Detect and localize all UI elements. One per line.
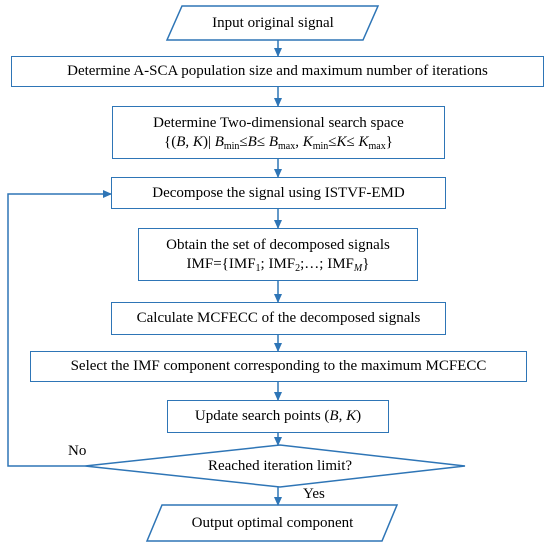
input-box: Input original signal — [168, 6, 378, 40]
output-label: Output optimal component — [191, 514, 354, 531]
search-space-formula: {(B, K)| Bmin≤B≤ Bmax, Kmin≤K≤ Kmax} — [164, 133, 393, 152]
step-population-label: Determine A-SCA population size and maxi… — [67, 63, 488, 79]
yes-branch-label: Yes — [303, 486, 325, 502]
obtain-title: Obtain the set of decomposed signals — [166, 236, 390, 253]
decision-box: Reached iteration limit? — [160, 455, 400, 477]
step-select-label: Select the IMF component corresponding t… — [70, 358, 487, 374]
decision-label: Reached iteration limit? — [207, 457, 353, 474]
step-select: Select the IMF component corresponding t… — [30, 351, 527, 382]
step-update-label: Update search points (B, K) — [194, 408, 362, 424]
step-population: Determine A-SCA population size and maxi… — [11, 56, 544, 87]
output-shape — [145, 504, 399, 542]
input-shape — [165, 5, 380, 41]
obtain-formula: IMF={IMF1; IMF2;…; IMFM} — [186, 255, 370, 274]
step-decompose-label: Decompose the signal using ISTVF-EMD — [152, 184, 405, 201]
step-update: Update search points (B, K) — [167, 400, 389, 433]
step-calculate: Calculate MCFECC of the decomposed signa… — [111, 302, 446, 335]
step-decompose: Decompose the signal using ISTVF-EMD — [111, 177, 446, 209]
step-obtain: Obtain the set of decomposed signals IMF… — [138, 228, 418, 281]
arrow-no-loop — [7, 190, 112, 467]
input-label: Input original signal — [212, 14, 334, 31]
output-box: Output optimal component — [150, 505, 395, 541]
no-branch-label: No — [68, 443, 87, 459]
step-search-space: Determine Two-dimensional search space {… — [112, 106, 445, 159]
decision-shape — [84, 444, 466, 488]
step-calculate-label: Calculate MCFECC of the decomposed signa… — [136, 310, 421, 326]
search-space-title: Determine Two-dimensional search space — [153, 114, 404, 131]
